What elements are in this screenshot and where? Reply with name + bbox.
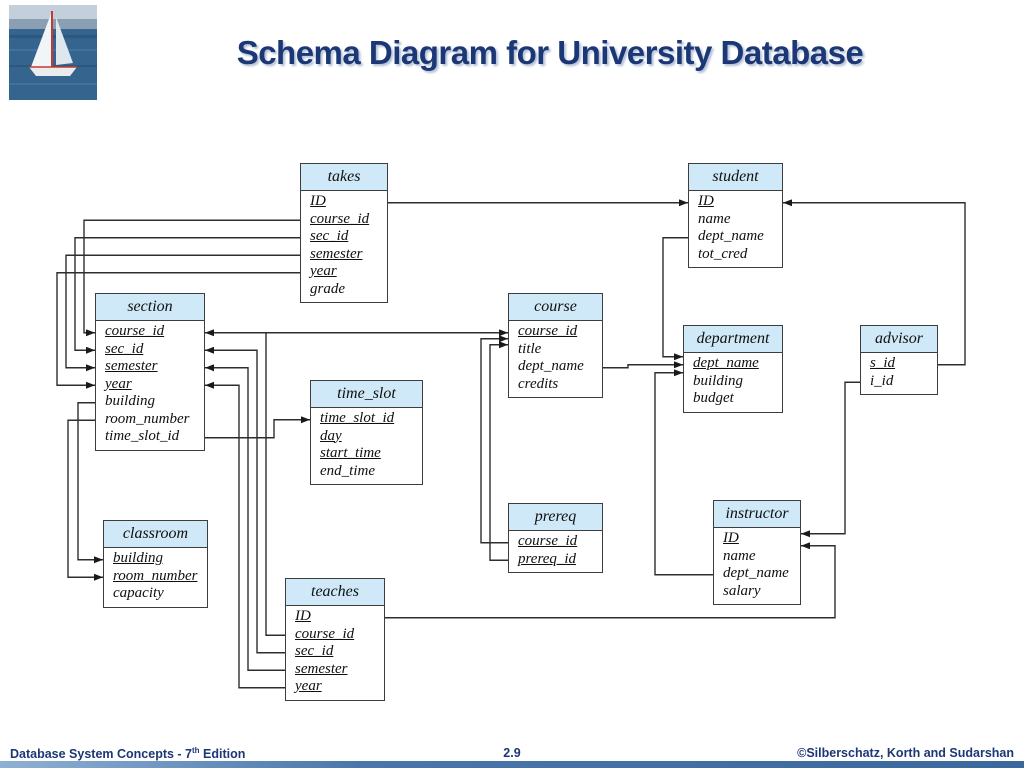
relationship-advisor-to-student [783,199,966,366]
relationship-instructor-to-department [654,369,713,576]
attr-section-sec-id: sec_id [105,340,144,357]
attr-course-title: title [518,340,542,357]
footer-authors: ©Silberschatz, Korth and Sudarshan [797,746,1014,760]
attr-advisor-s-id: s_id [870,355,896,371]
footer-edition-text: Edition [199,747,246,762]
attr-department-budget: budget [693,390,734,406]
attr-prereq-course-id: course_id [518,533,578,549]
relationship-teaches-to-section [205,364,285,671]
attr-course-credits: credits [518,375,559,392]
relationship-takes-to-section [74,237,300,354]
table-section-header: section [96,294,204,321]
attr-course-dept-name: dept_name [518,358,584,374]
attr-time-slot-day: day [320,427,342,444]
attr-classroom-capacity: capacity [113,585,164,601]
attr-department-building: building [693,372,744,389]
attr-advisor-i-id: i_id [870,372,894,389]
table-teaches-header: teaches [286,579,384,606]
attr-teaches-year: year [295,678,322,694]
sailboat-photo [9,5,97,100]
attr-takes-grade: grade [310,280,345,297]
attr-teaches-course-id: course_id [295,625,355,642]
footer-edition-sup: th [192,746,200,755]
relationship-prereq-to-course [489,341,508,561]
attr-takes-course-id: course_id [310,210,370,227]
attr-takes-id: ID [310,193,326,209]
table-course-header: course [509,294,602,321]
footer-book-title: Database System Concepts - 7th Edition [10,746,245,761]
attr-instructor-name: name [723,547,756,564]
relationship-takes-to-section [65,254,300,372]
attr-time-slot-end-time: end_time [320,462,375,479]
relationship-teaches-to-section [205,329,285,636]
relationship-prereq-to-course [480,335,508,544]
relationship-section-to-classroom [77,402,103,564]
attr-time-slot-time-slot-id: time_slot_id [320,410,395,426]
attr-teaches-semester: semester [295,660,348,677]
attr-takes-semester: semester [310,245,363,262]
attr-student-name: name [698,210,731,227]
footer-slide-number: 2.9 [503,746,521,760]
table-classroom-header: classroom [104,521,207,548]
table-advisor-header: advisor [861,326,937,353]
table-time-slot-header: time_slot [311,381,422,408]
relationship-teaches-to-instructor [385,542,836,619]
relationship-course-to-department [603,361,683,369]
attr-takes-sec-id: sec_id [310,228,349,244]
relationship-section-to-time-slot [205,416,310,439]
relationship-takes-to-section [83,219,300,337]
attr-takes-year: year [310,263,337,279]
attr-section-year: year [105,375,132,392]
attr-time-slot-start-time: start_time [320,445,381,461]
attr-section-room-number: room_number [105,410,190,427]
table-takes-header: takes [301,164,387,191]
attr-classroom-building: building [113,550,164,566]
page-title: Schema Diagram for University Database [236,34,864,71]
relationship-takes-to-section [56,272,300,389]
attr-prereq-prereq-id: prereq_id [518,550,577,567]
attr-instructor-id: ID [723,530,739,546]
relationship-section-to-classroom [67,419,103,581]
attr-department-dept-name: dept_name [693,355,759,371]
attr-classroom-room-number: room_number [113,567,198,584]
table-prereq-header: prereq [509,504,602,531]
footer-accent-bar [0,761,1024,768]
attr-student-tot-cred: tot_cred [698,245,748,262]
relationship-teaches-to-section [205,346,285,654]
attr-teaches-id: ID [295,608,311,624]
attr-student-id: ID [698,193,714,209]
relationship-advisor-to-instructor [801,381,860,538]
table-instructor-header: instructor [714,501,800,528]
table-department-header: department [684,326,782,353]
attr-instructor-salary: salary [723,582,761,599]
footer-book-title-text: Database System Concepts - 7 [10,747,193,762]
attr-teaches-sec-id: sec_id [295,643,334,659]
table-student-header: student [689,164,782,191]
attr-section-building: building [105,393,156,409]
relationship-teaches-to-section [205,381,285,689]
attr-section-course-id: course_id [105,323,165,339]
attr-section-semester: semester [105,358,158,374]
relationship-student-to-department [662,237,688,361]
attr-student-dept-name: dept_name [698,228,764,244]
attr-course-course-id: course_id [518,323,578,339]
attr-instructor-dept-name: dept_name [723,565,789,581]
attr-section-time-slot-id: time_slot_id [105,428,180,444]
